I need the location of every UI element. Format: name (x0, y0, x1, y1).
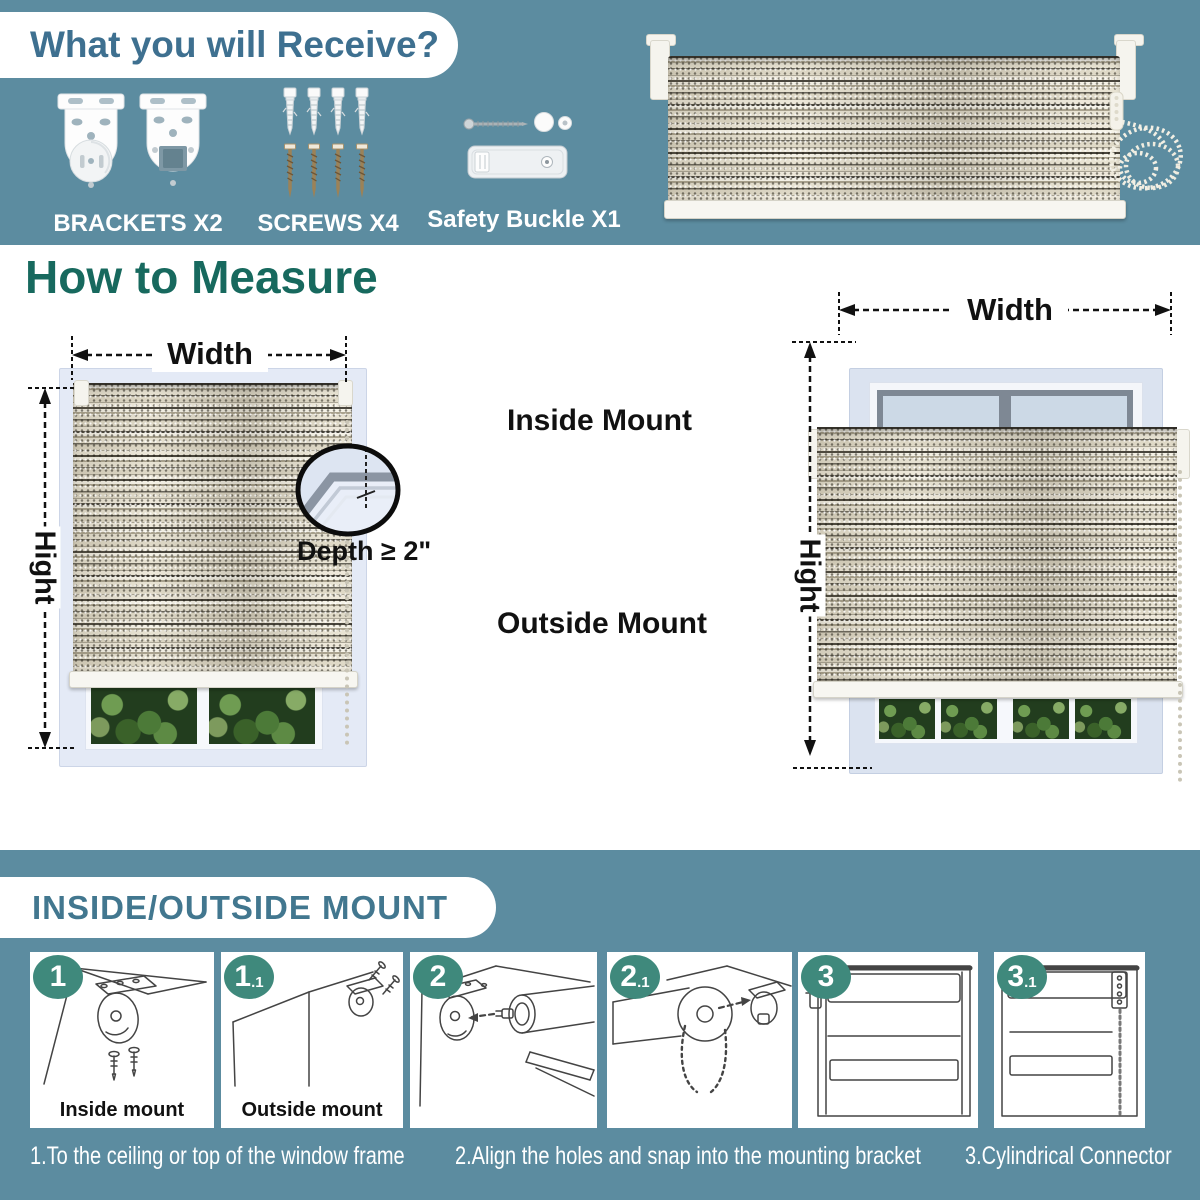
blind-chain-coil (1109, 92, 1183, 191)
depth-label: Depth ≥ 2" (297, 536, 432, 566)
step-badge-2-1: 2.1 (610, 955, 660, 999)
window-pane-view (209, 688, 315, 744)
window-pane-sky (1011, 396, 1127, 427)
step-panel-2: 2 (410, 952, 597, 1128)
caption-step-3: 3.Cylindrical Connector (965, 1142, 1172, 1170)
brackets-product-image (57, 93, 207, 188)
outside-mount-blind-fabric (817, 427, 1177, 681)
outside-blind-bottom-bar (813, 681, 1183, 698)
screws-product-image (282, 87, 370, 198)
step-1-1-illustration (232, 961, 400, 1087)
step-1-label: Inside mount (59, 1099, 185, 1121)
step-badge-1-1: 1.1 (224, 955, 274, 999)
height-label-right: Hight (774, 533, 844, 617)
step-panel-1-1: 1.1 Outside mount (221, 952, 403, 1128)
safety-buckle-product-image (463, 112, 572, 179)
height-label-left: Hight (9, 525, 79, 609)
step-1-1-label: Outside mount (241, 1099, 383, 1121)
outside-blind-chain (1178, 470, 1182, 782)
caption-step-1: 1.To the ceiling or top of the window fr… (30, 1142, 405, 1170)
step-badge-3: 3 (801, 955, 851, 999)
window-pane-view (941, 699, 997, 739)
window-pane-view (1013, 699, 1069, 739)
window-pane-view (879, 699, 935, 739)
receive-banner (0, 12, 458, 78)
window-pane-view (1075, 699, 1131, 739)
width-label-right: Width (952, 292, 1068, 328)
outside-mount-label: Outside Mount (497, 607, 707, 640)
width-label-left: Width (152, 336, 268, 372)
step-2-1-illustration (612, 965, 792, 1094)
inside-blind-bottom-bar (69, 671, 358, 688)
receive-title: What you will Receive? (30, 24, 440, 65)
blind-fabric-photo (668, 56, 1120, 204)
inside-blind-bracket-left (74, 380, 89, 406)
brackets-label: BRACKETS X2 (53, 210, 223, 237)
screws-label: SCREWS X4 (257, 210, 399, 237)
step-badge-1: 1 (33, 955, 83, 999)
inside-mount-blind-fabric (73, 383, 352, 673)
safety-buckle-label: Safety Buckle X1 (427, 206, 621, 233)
step-panel-3-1: 3.1 (994, 952, 1145, 1128)
blind-bracket-left-arm (650, 40, 670, 100)
step-panel-1: 1 Inside mount (30, 952, 214, 1128)
caption-step-2: 2.Align the holes and snap into the moun… (455, 1142, 921, 1170)
step-panel-2-1: 2.1 (607, 952, 792, 1128)
mount-banner (0, 877, 496, 938)
window-pane-sky (883, 396, 999, 427)
window-pane-view (91, 688, 197, 744)
inside-blind-chain (345, 420, 349, 745)
step-2-illustration (419, 965, 595, 1107)
measure-title: How to Measure (25, 251, 378, 303)
inside-mount-label: Inside Mount (507, 404, 692, 437)
blind-bottom-bar (664, 200, 1126, 219)
mount-title: INSIDE/OUTSIDE MOUNT (32, 889, 449, 926)
step-panel-3: 3 (798, 952, 978, 1128)
magnifier-circle-icon (295, 443, 401, 537)
step-badge-3-1: 3.1 (997, 955, 1047, 999)
step-badge-2: 2 (413, 955, 463, 999)
